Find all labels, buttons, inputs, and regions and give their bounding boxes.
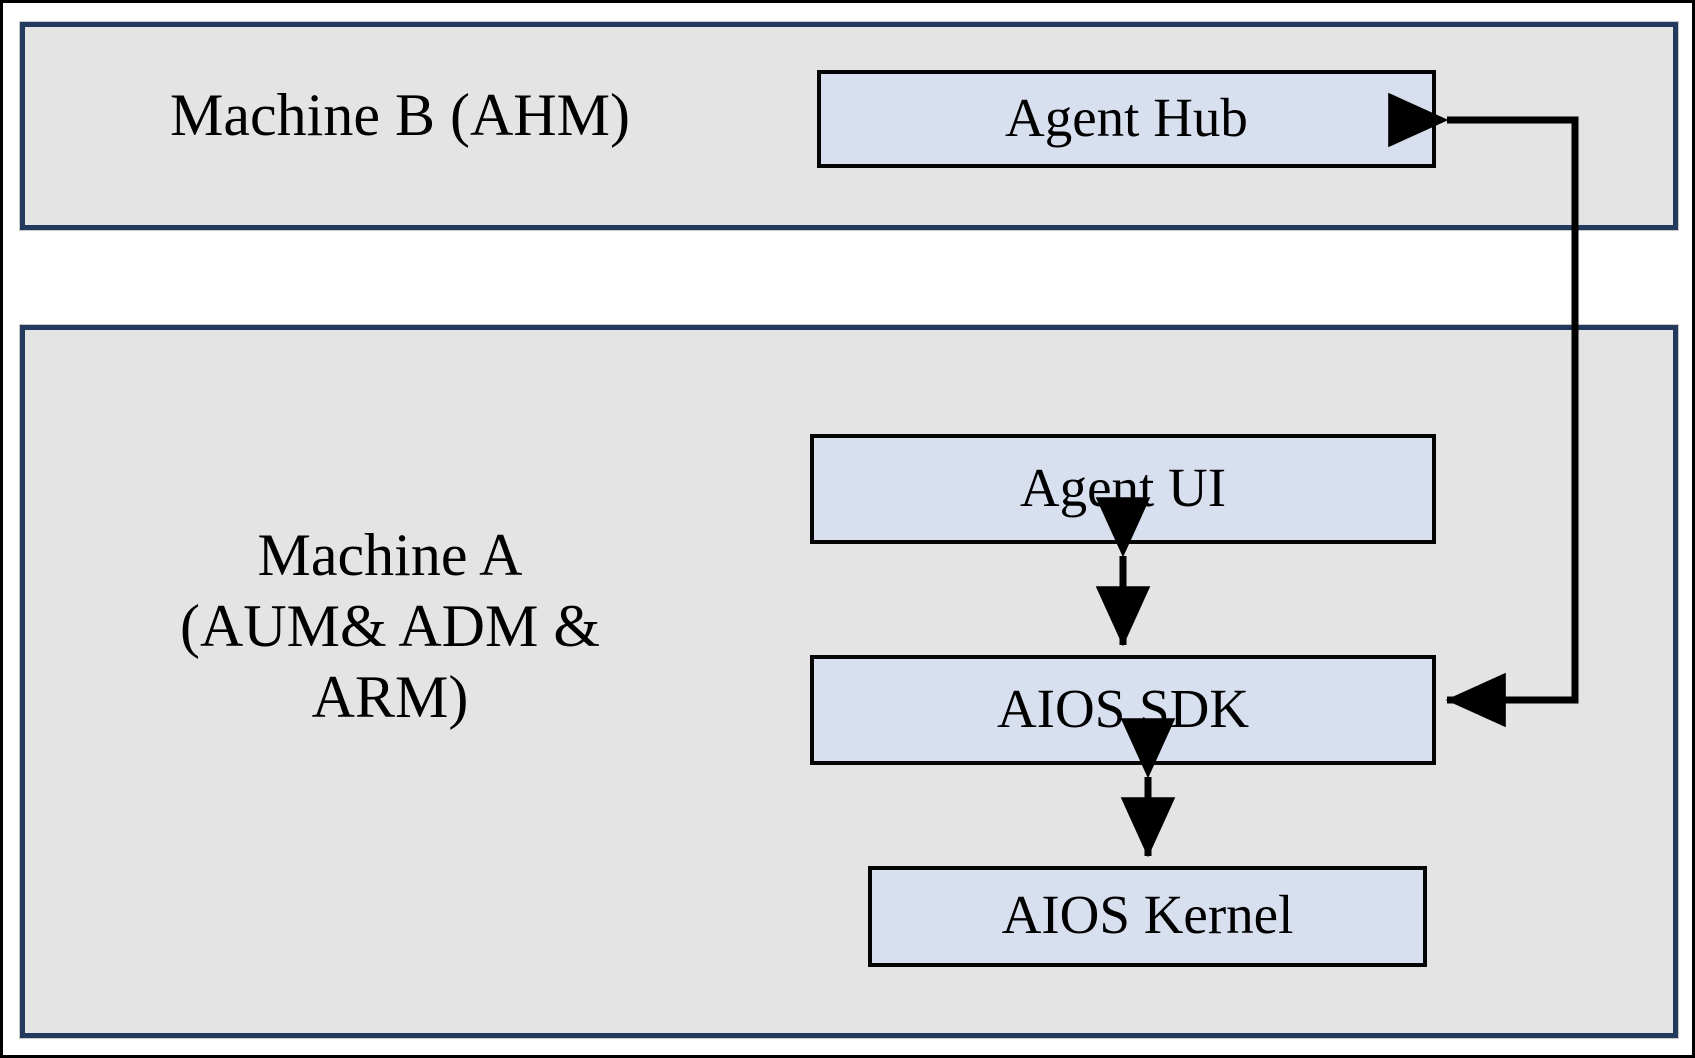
node-agent-ui-label: Agent UI	[1019, 456, 1227, 518]
node-agent-hub[interactable]: Agent Hub	[817, 70, 1436, 168]
node-aios-sdk[interactable]: AIOS SDK	[810, 655, 1436, 765]
machine-b-label: Machine B (AHM)	[170, 82, 630, 148]
node-agent-ui[interactable]: Agent UI	[810, 434, 1436, 544]
machine-a-label: Machine A (AUM& ADM & ARM)	[179, 522, 601, 730]
node-aios-sdk-label: AIOS SDK	[996, 677, 1250, 739]
node-agent-hub-label: Agent Hub	[1005, 86, 1248, 148]
node-aios-kernel[interactable]: AIOS Kernel	[868, 866, 1427, 967]
node-aios-kernel-label: AIOS Kernel	[1001, 884, 1294, 945]
